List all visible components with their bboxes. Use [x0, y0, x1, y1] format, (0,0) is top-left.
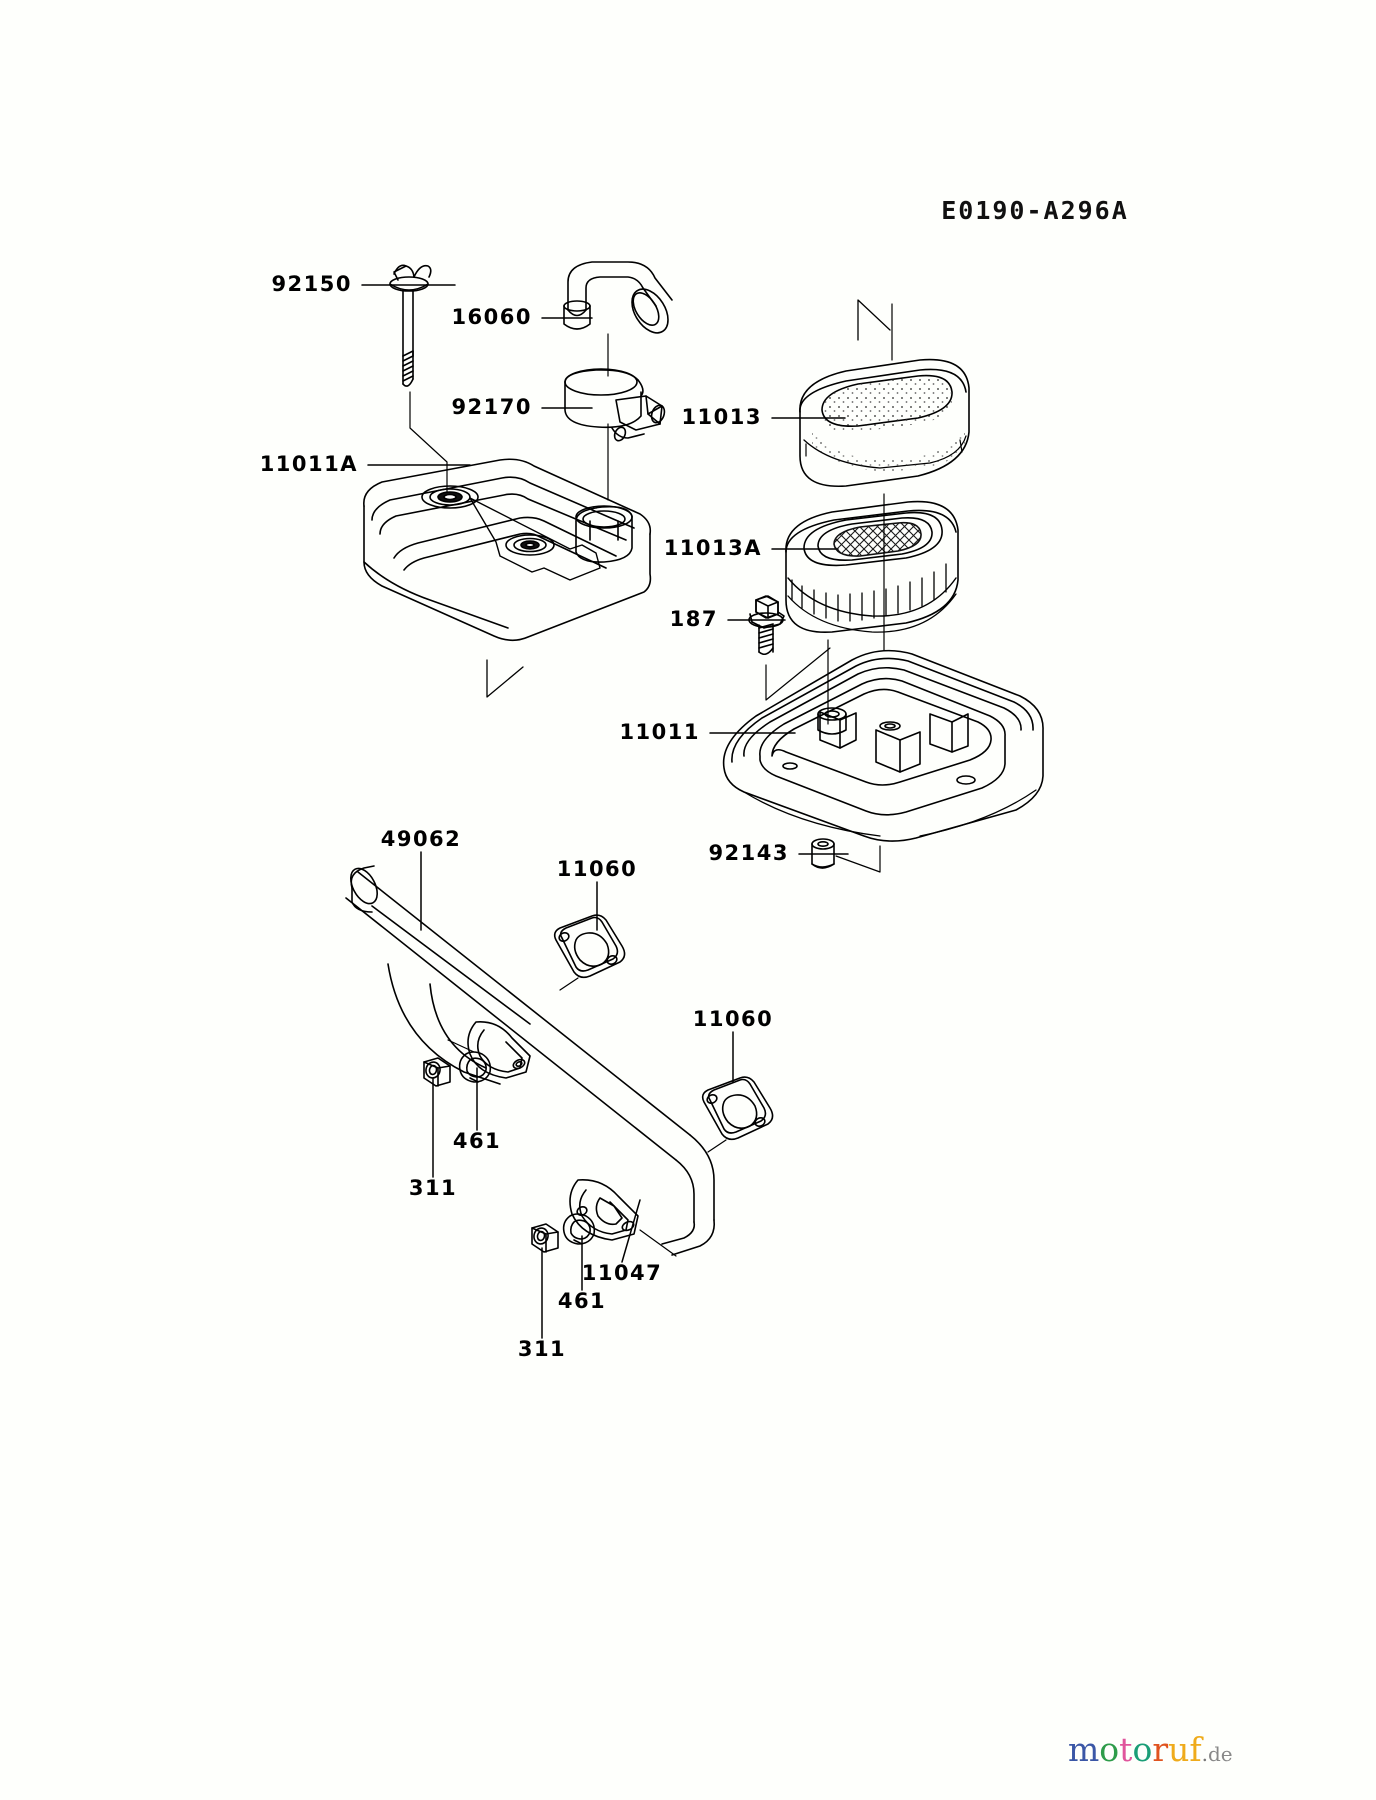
watermark-letter-r: r: [1152, 1730, 1169, 1769]
watermark-letter-o2: o: [1132, 1730, 1153, 1769]
part-11060-gasket-lower: [701, 1076, 774, 1153]
part-461-lock-washer-upper: [458, 1051, 492, 1083]
watermark-tld: de: [1207, 1742, 1233, 1766]
part-label-311-lower: 311: [517, 1337, 567, 1361]
site-watermark: motoruf.de: [1068, 1730, 1233, 1769]
part-label-11047: 11047: [581, 1261, 663, 1285]
watermark-letter-u: u: [1168, 1730, 1190, 1769]
part-label-11060-lower: 11060: [692, 1007, 774, 1031]
part-label-11013: 11013: [681, 405, 762, 429]
part-11013-foam-prefilter: [799, 299, 970, 488]
part-label-311-upper: 311: [408, 1176, 458, 1200]
sheet-number: E0190-A296A: [941, 196, 1129, 225]
part-11047-bracket-stay: [569, 1179, 677, 1257]
part-311-nut-upper: [423, 1057, 451, 1087]
part-461-lock-washer-lower: [562, 1213, 596, 1245]
part-label-187: 187: [669, 607, 718, 631]
part-92170-clamp: [564, 368, 666, 442]
part-49062-muffler-pipe: [345, 865, 716, 1256]
part-label-49062: 49062: [380, 827, 462, 851]
part-11011-air-cleaner-base: [722, 649, 1044, 873]
part-label-461-upper: 461: [452, 1129, 502, 1153]
watermark-dot: .: [1201, 1742, 1208, 1766]
part-92150-wing-bolt: [389, 264, 448, 493]
part-label-16060: 16060: [451, 305, 532, 329]
watermark-letter-m: m: [1068, 1730, 1100, 1769]
part-label-92150: 92150: [271, 272, 352, 296]
part-label-92170: 92170: [451, 395, 532, 419]
watermark-letter-f: f: [1189, 1730, 1202, 1769]
watermark-letter-o: o: [1099, 1730, 1120, 1769]
leader-lines-muffler: [420, 851, 734, 1339]
leader-lines-air-cleaner: [361, 284, 849, 855]
watermark-letter-t: t: [1119, 1730, 1133, 1769]
part-label-11011: 11011: [619, 720, 700, 744]
part-187-bolt: [748, 595, 831, 701]
part-label-11060-upper: 11060: [556, 857, 638, 881]
part-label-11013A: 11013A: [663, 536, 762, 560]
part-11013A-paper-element: [785, 493, 959, 725]
part-label-461-lower: 461: [557, 1289, 607, 1313]
part-92143-collar: [811, 838, 835, 869]
part-16060-elbow-pipe: [563, 261, 673, 501]
part-11011A-air-cleaner-cover: [363, 458, 652, 698]
part-11060-gasket-upper: [553, 914, 626, 991]
part-311-nut-lower: [531, 1223, 559, 1253]
part-label-92143: 92143: [708, 841, 789, 865]
part-label-11011A: 11011A: [259, 452, 358, 476]
